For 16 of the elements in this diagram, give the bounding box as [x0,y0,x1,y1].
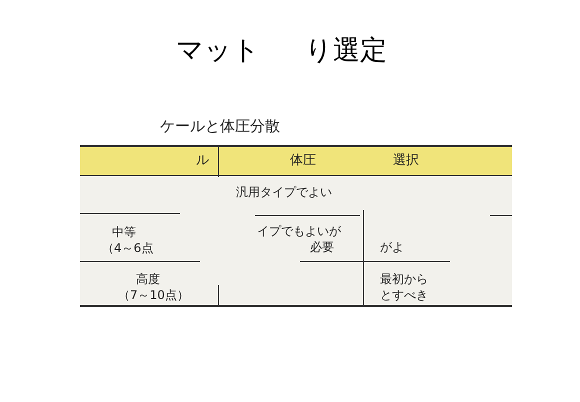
column-header: 選択 [393,153,419,169]
cell-text: 必要 [310,240,334,255]
cell-text: （7～10点） [118,288,189,303]
cell-text: （4～6点 [102,241,154,256]
cell-text: 最初から [380,272,428,287]
title-text: マット [176,36,260,66]
table-title: ケールと体圧分散 [160,117,280,135]
cell-text: がよ [380,240,404,255]
column-header: 体圧 [290,153,316,169]
column-header: ル [196,153,209,169]
cell-text: 汎用タイプでよい [236,185,332,200]
title-text: り選定 [305,36,387,66]
cell-text: 高度 [136,272,160,287]
cell-text: イプでもよいが [257,224,341,239]
cell-text: とすべき [380,288,428,303]
cell-text: 中等 [112,225,136,240]
